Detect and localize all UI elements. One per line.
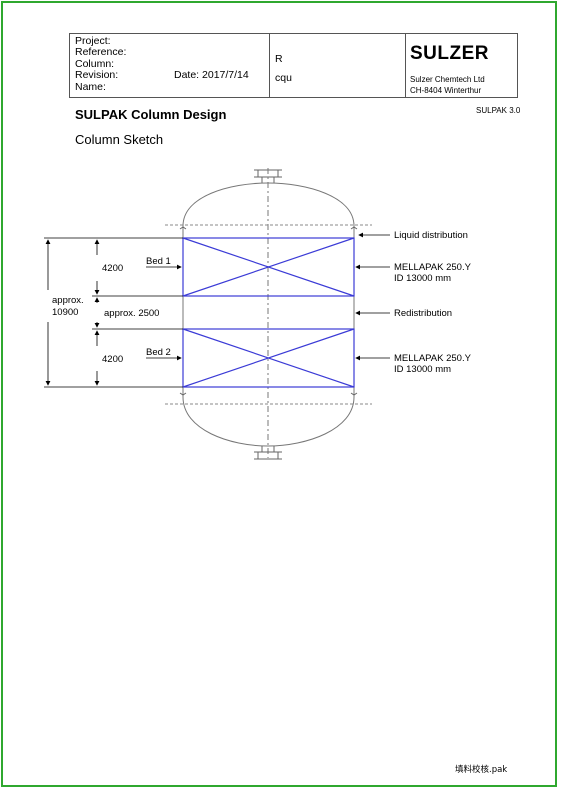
gap-height-label: approx. 2500 (104, 308, 159, 319)
sulzer-logo: SULZER (410, 43, 489, 64)
packing2-type-label: MELLAPAK 250.Y (394, 353, 472, 364)
leader-arrows (146, 232, 390, 361)
company-address: CH-8404 Winterthur (410, 86, 482, 95)
packing1-type-label: MELLAPAK 250.Y (394, 262, 472, 273)
page-frame (1, 1, 557, 787)
bed2-label: Bed 2 (146, 347, 171, 358)
tangent-lines (165, 224, 372, 405)
redistribution-label: Redistribution (394, 308, 452, 319)
packing-bed-2 (182, 328, 355, 388)
project-label: Project: (75, 35, 111, 47)
bed1-label: Bed 1 (146, 256, 171, 267)
total-height-label-2: 10900 (52, 307, 78, 318)
revision-info: R cqu (270, 34, 406, 97)
company-name: Sulzer Chemtech Ltd (410, 75, 485, 84)
sketch-subtitle: Column Sketch (75, 132, 164, 147)
document-title: SULPAK Column Design (75, 107, 227, 122)
packing1-diameter-label: ID 13000 mm (394, 273, 451, 284)
bottom-nozzle (254, 446, 282, 460)
revision-label: Revision: (75, 69, 119, 81)
bed2-height-label: 4200 (102, 354, 123, 365)
packing-bed-1 (182, 237, 355, 297)
footer-filename: 填料校核.pak (455, 765, 508, 775)
name-value: cqu (275, 72, 292, 84)
column-label: Column: (75, 58, 115, 70)
title-block: Project: Reference: Column: Revision: Da… (69, 33, 518, 98)
revision-value: R (275, 53, 283, 65)
name-label: Name: (75, 81, 106, 93)
packing2-diameter-label: ID 13000 mm (394, 364, 451, 375)
version-label: SULPAK 3.0 (476, 106, 521, 115)
total-height-label-1: approx. (52, 295, 84, 306)
support-markers (179, 226, 358, 396)
date-label: Date: 2017/7/14 (174, 69, 249, 81)
liquid-distribution-label: Liquid distribution (394, 230, 468, 241)
company-info: SULZER Sulzer Chemtech Ltd CH-8404 Winte… (406, 34, 518, 97)
reference-label: Reference: (75, 46, 127, 58)
dimension-lines (44, 237, 183, 388)
project-info: Project: Reference: Column: Revision: Da… (70, 34, 270, 97)
bed1-height-label: 4200 (102, 263, 123, 274)
